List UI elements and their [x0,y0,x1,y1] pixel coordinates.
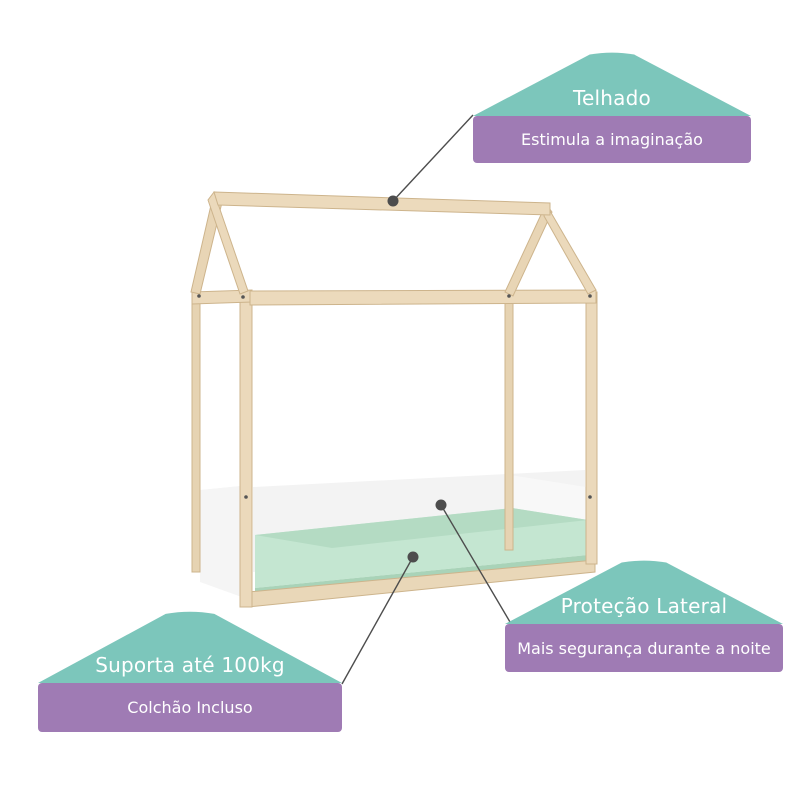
leader-line-side [440,504,511,623]
right-rafter-back [504,203,553,297]
callout-side-protection: Proteção Lateral Mais segurança durante … [505,560,783,673]
back-right-post [504,299,514,551]
callout-roof-title: Telhado [573,86,651,110]
left-rafter-front [207,190,249,295]
leader-line-base [341,556,414,685]
left-end-panel [200,485,250,600]
roof-shape-icon [38,611,342,683]
leader-dot-icon [435,499,447,511]
front-right-post [585,291,598,565]
callout-roof-text: Estimula a imaginação [473,116,751,163]
callout-side-title: Proteção Lateral [560,594,728,618]
callout-base-header: Suporta até 100kg [38,611,342,683]
leader-dot-icon [387,195,399,207]
leader-dot-icon [407,551,419,563]
callout-side-text: Mais segurança durante a noite [505,624,783,672]
roof-shape-icon [473,52,751,116]
ridge-beam [213,191,551,216]
callout-base-text: Colchão Incluso [38,683,342,732]
leader-line-roof [392,114,474,202]
right-rafter-front [543,202,597,295]
front-top-beam [249,289,597,306]
callout-weight-support: Suporta até 100kg Colchão Incluso [38,611,342,732]
back-left-post [191,291,201,573]
callout-roof-header: Telhado [473,52,751,116]
roof-shape-icon [505,560,783,624]
front-left-post [239,291,253,608]
callout-roof: Telhado Estimula a imaginação [473,52,751,164]
callout-base-title: Suporta até 100kg [95,653,285,677]
callout-side-header: Proteção Lateral [505,560,783,624]
